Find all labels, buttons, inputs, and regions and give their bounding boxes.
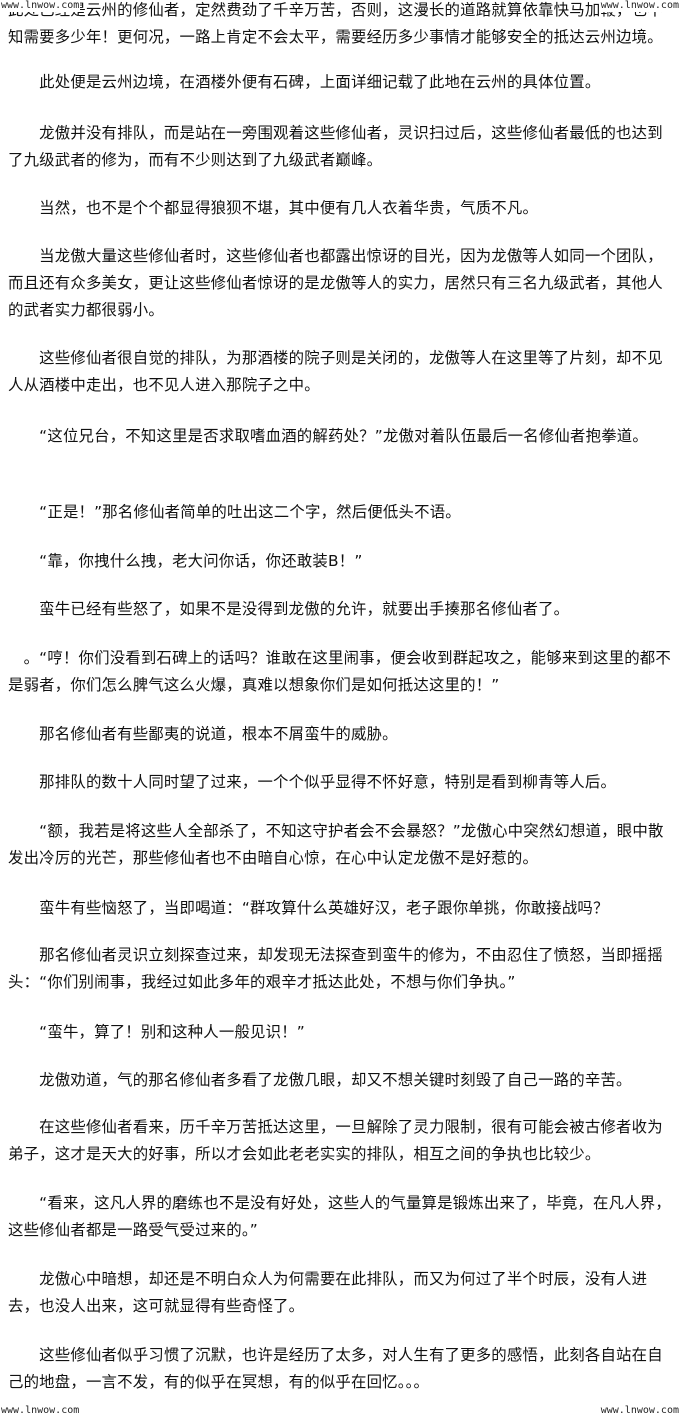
watermark-top-left: www.lnwow.com bbox=[0, 0, 81, 12]
paragraph-2: 此处便是云州边境，在酒楼外便有石碑，上面详细记载了此地在云州的具体位置。 bbox=[8, 73, 601, 91]
paragraph-7: “这位兄台，不知这里是否求取嗜血酒的解药处？”龙傲对着队伍最后一名修仙者抱拳道。 bbox=[8, 427, 648, 445]
watermark-bottom-left: www.lnwow.com bbox=[0, 1405, 81, 1417]
paragraph-22: 这些修仙者似乎习惯了沉默，也许是经历了太多，对人生有了更多的感悟，此刻各自站在自… bbox=[8, 1346, 663, 1391]
paragraph-1: 此处已经是云州的修仙者，定然费劲了千辛万苦，否则，这漫长的道路就算依靠快马加鞭，… bbox=[8, 1, 663, 46]
paragraph-18: 龙傲劝道，气的那名修仙者多看了龙傲几眼，却又不想关键时刻毁了自己一路的辛苦。 bbox=[8, 1071, 632, 1089]
paragraph-9: “靠，你拽什么拽，老大问你话，你还敢装B！” bbox=[8, 552, 363, 570]
paragraph-17: “蛮牛，算了！别和这种人一般见识！” bbox=[8, 1023, 305, 1041]
paragraph-14: “额，我若是将这些人全部杀了，不知这守护者会不会暴怒？”龙傲心中突然幻想道，眼中… bbox=[8, 822, 664, 867]
watermark-top-right: www.lnwow.com bbox=[599, 0, 680, 12]
paragraph-15: 蛮牛有些恼怒了，当即喝道：“群攻算什么英雄好汉，老子跟你单挑，你敢接战吗？ bbox=[8, 899, 609, 917]
paragraph-13: 那排队的数十人同时望了过来，一个个似乎显得不怀好意，特别是看到柳青等人后。 bbox=[8, 773, 617, 791]
paragraph-5: 当龙傲大量这些修仙者时，这些修仙者也都露出惊讶的目光，因为龙傲等人如同一个团队，… bbox=[8, 247, 663, 319]
paragraph-10: 蛮牛已经有些怒了，如果不是没得到龙傲的允许，就要出手揍那名修仙者了。 bbox=[8, 600, 570, 618]
paragraph-21: 龙傲心中暗想，却还是不明白众人为何需要在此排队，而又为何过了半个时辰，没有人进去… bbox=[8, 1270, 648, 1315]
paragraph-20: “看来，这凡人界的磨练也不是没有好处，这些人的气量算是锻炼出来了，毕竟，在凡人界… bbox=[8, 1194, 671, 1239]
paragraph-4: 当然，也不是个个都显得狼狈不堪，其中便有几人衣着华贵，气质不凡。 bbox=[8, 199, 539, 217]
paragraph-19: 在这些修仙者看来，历千辛万苦抵达这里，一旦解除了灵力限制，很有可能会被古修者收为… bbox=[8, 1118, 663, 1163]
paragraph-6: 这些修仙者很自觉的排队，为那酒楼的院子则是关闭的，龙傲等人在这里等了片刻，却不见… bbox=[8, 349, 663, 394]
paragraph-8: “正是！”那名修仙者简单的吐出这二个字，然后便低头不语。 bbox=[8, 503, 461, 521]
paragraph-16: 那名修仙者灵识立刻探查过来，却发现无法探查到蛮牛的修为，不由忍住了愤怒，当即摇摇… bbox=[8, 946, 663, 991]
paragraph-11: 。“哼！你们没看到石碑上的话吗？谁敢在这里闹事，便会收到群起攻之，能够来到这里的… bbox=[8, 649, 671, 694]
paragraph-3: 龙傲并没有排队，而是站在一旁围观着这些修仙者，灵识扫过后，这些修仙者最低的也达到… bbox=[8, 124, 663, 169]
watermark-bottom-right: www.lnwow.com bbox=[599, 1405, 680, 1417]
paragraph-12: 那名修仙者有些鄙夷的说道，根本不屑蛮牛的威胁。 bbox=[8, 725, 398, 743]
